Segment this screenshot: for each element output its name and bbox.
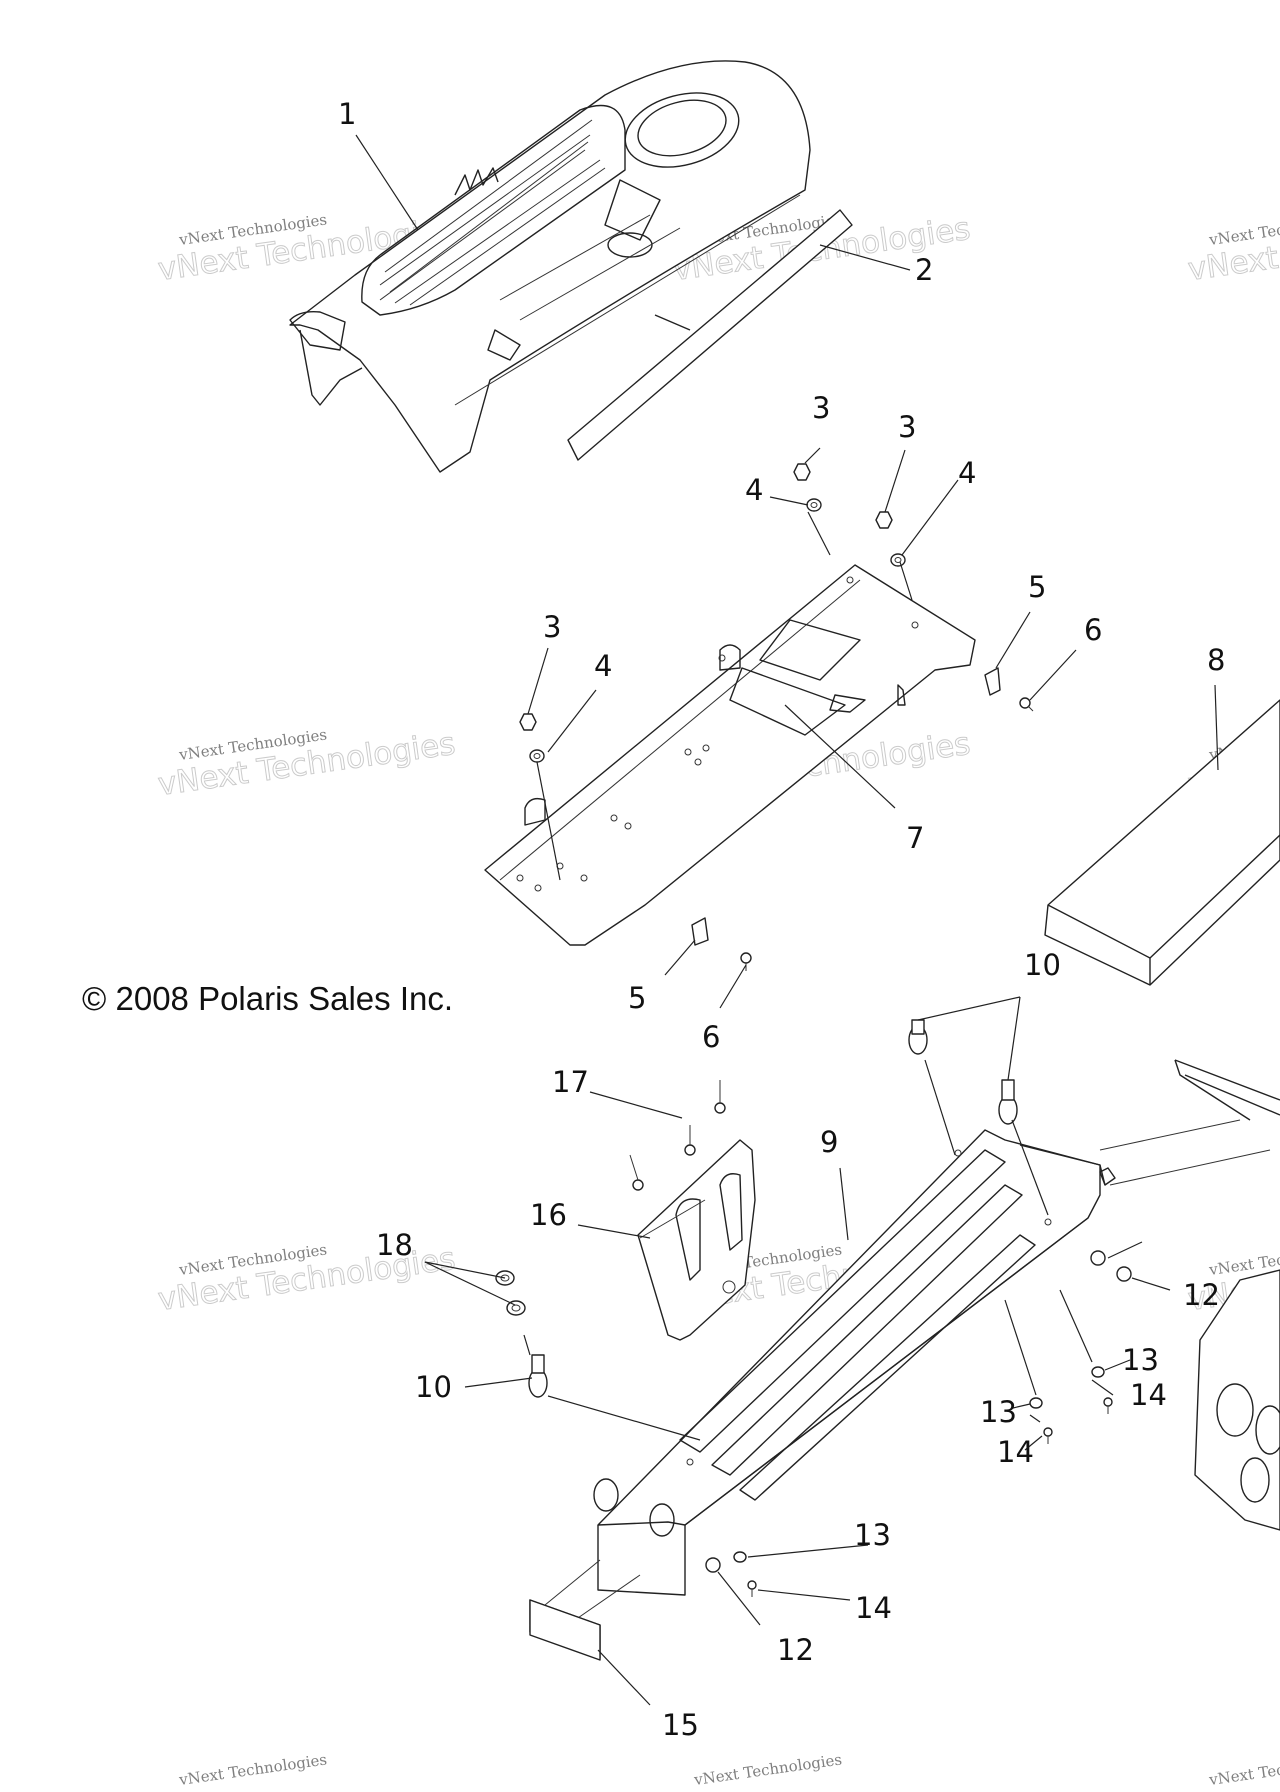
screw-6b — [740, 952, 752, 971]
watermark: vNext Technologies — [692, 1750, 843, 1789]
nut-12a — [1116, 1266, 1132, 1282]
nut-3a — [793, 463, 811, 481]
screw-6c — [714, 1080, 726, 1114]
nut-12b — [1090, 1250, 1106, 1266]
callout-4: 4 — [745, 473, 763, 507]
screw-17a — [684, 1125, 696, 1156]
nut-3c — [519, 713, 537, 731]
nut-12c — [705, 1557, 721, 1573]
callout-14: 14 — [855, 1591, 892, 1625]
svg-text:vNext Technologies: vNext Technologies — [1207, 1750, 1280, 1789]
callout-6: 6 — [1084, 613, 1102, 647]
callout-3: 3 — [543, 610, 561, 644]
callout-17: 17 — [552, 1065, 589, 1099]
leader-lines — [355, 134, 1219, 1706]
callout-3: 3 — [898, 410, 916, 444]
svg-text:vNext Technologies: vNext Technologies — [692, 1750, 843, 1789]
callout-7: 7 — [906, 821, 924, 855]
part-2-strip — [567, 209, 853, 461]
callout-18: 18 — [376, 1228, 413, 1262]
callout-9: 9 — [820, 1125, 838, 1159]
clip-5a — [984, 667, 1001, 696]
washer-13b — [1029, 1397, 1043, 1409]
part-16-bracket — [637, 1139, 756, 1341]
callout-14: 14 — [997, 1435, 1034, 1469]
callout-1: 1 — [338, 97, 356, 131]
mount-10c — [528, 1354, 548, 1398]
callout-14: 14 — [1130, 1378, 1167, 1412]
nut-3b — [875, 511, 893, 529]
callouts: 1 2 3 3 3 4 4 4 5 5 6 6 7 8 9 10 10 12 1… — [338, 97, 1225, 1742]
callout-12: 12 — [777, 1633, 814, 1667]
washer-4c — [529, 749, 545, 763]
callout-13: 13 — [980, 1395, 1017, 1429]
callout-4: 4 — [594, 649, 612, 683]
screw-6a — [1019, 697, 1034, 712]
part-8-box — [1044, 699, 1280, 986]
callout-10: 10 — [1024, 948, 1061, 982]
bolt-14b — [1043, 1427, 1053, 1444]
callout-8: 8 — [1207, 643, 1225, 677]
washer-4a — [806, 498, 822, 512]
callout-10: 10 — [415, 1370, 452, 1404]
callout-2: 2 — [915, 253, 933, 287]
callout-6: 6 — [702, 1020, 720, 1054]
callout-13: 13 — [854, 1518, 891, 1552]
spacer-18b — [506, 1300, 526, 1316]
right-edge-assembly — [1099, 1059, 1280, 1531]
watermark: vNext Technologies — [177, 1750, 328, 1789]
clip-5b — [691, 917, 709, 946]
washer-13a — [1091, 1366, 1105, 1378]
bolt-14a — [1103, 1397, 1113, 1414]
callout-16: 16 — [530, 1198, 567, 1232]
callout-15: 15 — [662, 1708, 699, 1742]
callout-5: 5 — [628, 981, 646, 1015]
part-7-mounting-plate — [484, 564, 976, 946]
part-1-hood-console — [289, 60, 811, 473]
callout-4: 4 — [958, 456, 976, 490]
watermark: vNext Technologies — [1207, 1750, 1280, 1789]
copyright-notice: © 2008 Polaris Sales Inc. — [82, 980, 453, 1017]
washer-4b — [890, 553, 906, 567]
callout-12: 12 — [1183, 1278, 1220, 1312]
screw-17b — [629, 1154, 644, 1191]
part-9-frame-channel — [529, 1129, 1116, 1659]
washer-13c — [733, 1551, 747, 1563]
callout-13: 13 — [1122, 1343, 1159, 1377]
watermark: vNext Technologies vNext Technologies — [1185, 210, 1280, 288]
part-15-end-plate — [529, 1599, 601, 1661]
watermark: vNext Technologies vNext Technologies — [155, 725, 458, 803]
svg-text:vNext Technologies: vNext Technologies — [177, 1750, 328, 1789]
mount-10b — [998, 1079, 1018, 1125]
callout-3: 3 — [812, 391, 830, 425]
bolt-14c — [747, 1580, 757, 1597]
mount-10a — [908, 1019, 928, 1055]
callout-5: 5 — [1028, 570, 1046, 604]
